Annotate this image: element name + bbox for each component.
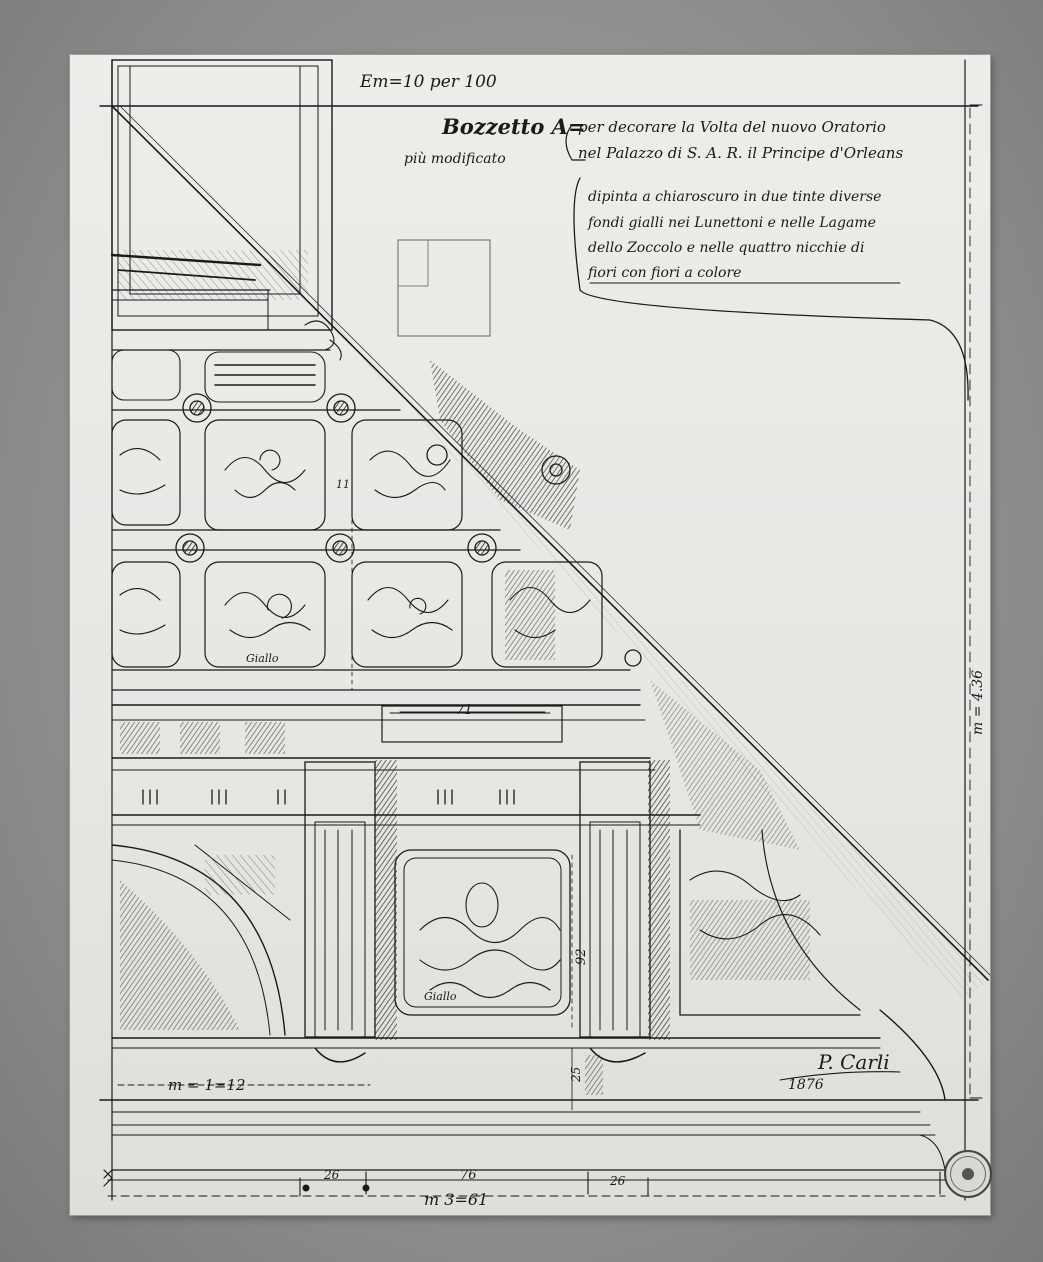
color-note-giallo-2: Giallo bbox=[424, 990, 457, 1003]
description-line-3: dello Zoccolo e nelle quattro nicchie di bbox=[588, 240, 865, 256]
dim-26b: 26 bbox=[610, 1174, 626, 1188]
dim-25: 25 bbox=[569, 1067, 583, 1083]
dim-76: 76 bbox=[460, 1168, 477, 1183]
signature-date: 1876 bbox=[788, 1077, 824, 1093]
archive-stamp-icon bbox=[944, 1150, 992, 1198]
description-line-2: fondi gialli nei Lunettoni e nelle Lagam… bbox=[588, 215, 876, 231]
description-line-4: fiori con fiori a colore bbox=[588, 265, 742, 281]
color-note-giallo-1: Giallo bbox=[246, 652, 279, 665]
description-line-1: dipinta a chiaroscuro in due tinte diver… bbox=[588, 189, 882, 205]
scale-note: Em=10 per 100 bbox=[360, 72, 497, 92]
dim-92: 92 bbox=[574, 948, 589, 965]
dim-71: 71 bbox=[456, 703, 473, 718]
dim-11: 11 bbox=[336, 478, 350, 491]
dim-m112: m = 1=12 bbox=[168, 1076, 246, 1094]
artist-signature: P. Carli bbox=[818, 1050, 890, 1074]
dim-26a: 26 bbox=[324, 1168, 340, 1182]
dim-m361: m 3=61 bbox=[424, 1190, 489, 1209]
sketch-title: Bozzetto A= bbox=[442, 114, 586, 139]
sketch-subtitle: più modificato bbox=[404, 151, 506, 167]
dim-m436: m = 4.36 bbox=[970, 670, 986, 735]
title-line-1: per decorare la Volta del nuovo Oratorio bbox=[578, 118, 886, 136]
title-line-2: nel Palazzo di S. A. R. il Principe d'Or… bbox=[578, 144, 904, 162]
